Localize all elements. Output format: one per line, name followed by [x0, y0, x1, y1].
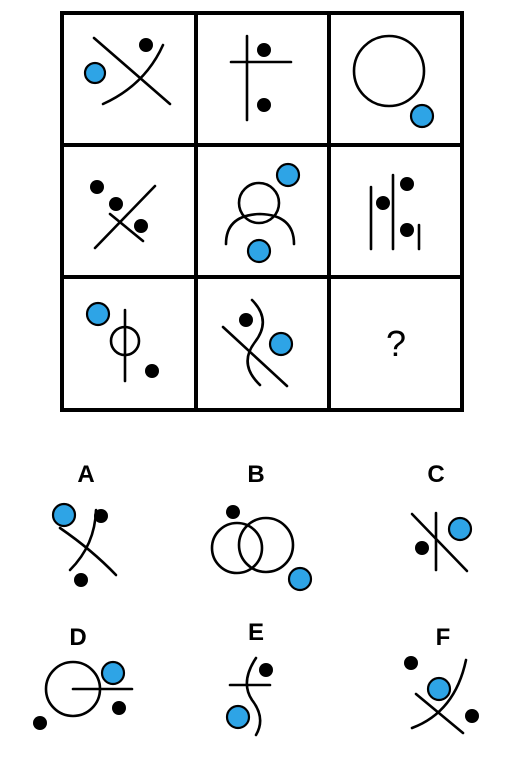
black-dot — [257, 98, 271, 112]
diagonal-line — [414, 692, 465, 735]
black-dot — [134, 219, 148, 233]
blue-dot — [287, 566, 313, 592]
black-dot — [404, 656, 418, 670]
black-dot — [239, 313, 253, 327]
right-circle — [237, 516, 295, 574]
black-dot — [465, 709, 479, 723]
curved-line — [101, 43, 165, 106]
black-dot — [400, 177, 414, 191]
puzzle-grid — [60, 11, 464, 412]
blue-dot — [409, 103, 435, 129]
diagonal-line — [93, 184, 157, 250]
black-dot — [90, 180, 104, 194]
blue-dot — [100, 660, 126, 686]
blue-dot — [246, 238, 272, 264]
black-dot — [226, 505, 240, 519]
cell-r2c3 — [369, 173, 421, 251]
black-dot — [94, 509, 108, 523]
diagonal-line — [410, 512, 469, 573]
blue-dot — [447, 516, 473, 542]
option-label: A — [77, 461, 94, 488]
option-label: C — [427, 461, 444, 488]
question-mark: ? — [386, 323, 406, 364]
black-dot — [376, 196, 390, 210]
black-dot — [139, 38, 153, 52]
option-d[interactable]: D — [33, 624, 134, 730]
black-dot — [74, 573, 88, 587]
wavy-line — [246, 298, 265, 387]
grid-border — [60, 11, 464, 412]
option-label: E — [248, 619, 264, 646]
option-a[interactable]: A — [51, 461, 118, 587]
blue-dot — [426, 676, 452, 702]
black-dot — [415, 541, 429, 555]
curved-line — [58, 526, 118, 577]
cell-r2c2 — [224, 162, 301, 264]
option-label: F — [436, 624, 451, 651]
cell-r2c1 — [90, 180, 157, 250]
blue-dot — [268, 331, 294, 357]
cell-r1c2 — [229, 34, 293, 122]
arc — [224, 212, 296, 246]
option-f[interactable]: F — [404, 624, 479, 735]
cell-r1c3 — [352, 34, 435, 129]
blue-dot — [225, 704, 251, 730]
cell-r1c1 — [83, 36, 172, 106]
blue-dot — [83, 61, 107, 85]
cell-r3c2 — [221, 298, 294, 388]
blue-dot — [275, 162, 301, 188]
black-dot — [33, 716, 47, 730]
option-label: D — [69, 624, 86, 651]
straight-line — [92, 36, 172, 106]
cell-r3c1 — [85, 301, 159, 383]
option-e[interactable]: E — [225, 619, 273, 737]
wavy-line — [245, 656, 262, 737]
cell-r3c3: ? — [386, 323, 406, 364]
black-dot — [400, 223, 414, 237]
option-b[interactable]: B — [210, 461, 313, 592]
option-c[interactable]: C — [410, 461, 473, 573]
black-dot — [112, 701, 126, 715]
diagonal-line — [221, 325, 289, 388]
black-dot — [257, 43, 271, 57]
curved-line — [410, 658, 468, 730]
blue-dot — [85, 301, 111, 327]
option-label: B — [247, 461, 264, 488]
diagonal-line — [108, 212, 145, 243]
black-dot — [145, 364, 159, 378]
black-dot — [109, 197, 123, 211]
small-circle — [237, 181, 281, 225]
black-dot — [259, 663, 273, 677]
left-circle — [210, 521, 264, 575]
large-circle — [352, 34, 426, 108]
blue-dot[interactable] — [51, 502, 77, 528]
